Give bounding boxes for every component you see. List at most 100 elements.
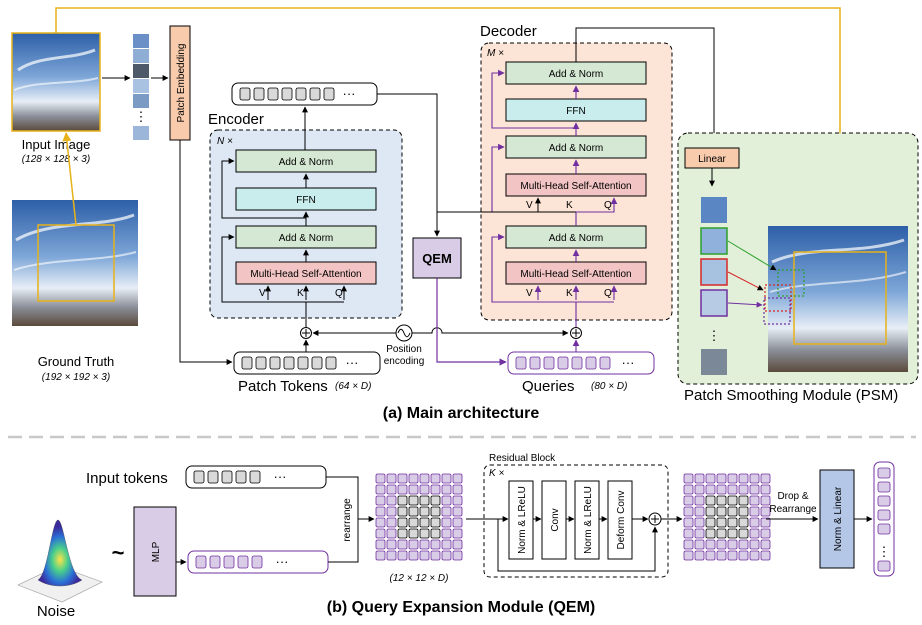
grid-cell-query xyxy=(705,550,716,561)
grid-cell-query xyxy=(683,484,694,495)
noise-surface xyxy=(17,519,103,603)
initial-queries-ellipsis: ··· xyxy=(276,554,289,569)
grid-cell-token xyxy=(408,528,419,539)
grid-cell-query xyxy=(419,473,430,484)
decoder-repeat: M × xyxy=(487,48,504,59)
grid-cell-query xyxy=(375,473,386,484)
input-to-psm-yellow-line xyxy=(55,7,845,253)
encoder-internal-arrows xyxy=(221,158,347,327)
encoder-v-label: V xyxy=(259,288,266,299)
input-image-dims: (128 × 128 × 3) xyxy=(22,154,90,165)
grid-cell-query xyxy=(386,528,397,539)
grid-cell-query xyxy=(760,539,771,550)
grid-cell-token xyxy=(430,517,441,528)
grid-cell-query xyxy=(694,517,705,528)
grid-cell-query xyxy=(694,528,705,539)
grid-cell-query xyxy=(452,506,463,517)
grid-cell-token xyxy=(430,506,441,517)
residual-layer-label: Norm & LReLU xyxy=(583,486,594,554)
grid-cell-query xyxy=(760,550,771,561)
queries-label: Queries xyxy=(522,378,575,395)
grid-cell-token xyxy=(419,517,430,528)
mlp-box xyxy=(133,506,177,597)
grid-cell-query xyxy=(749,495,760,506)
grid-cell-token xyxy=(716,495,727,506)
grid-cell-query xyxy=(760,506,771,517)
grid-cell-token xyxy=(727,528,738,539)
grid-cell-query xyxy=(386,517,397,528)
encoder-to-qem-line xyxy=(377,93,440,237)
grid-cell-query xyxy=(419,539,430,550)
encoder-output-tokens xyxy=(239,87,335,101)
encoder-add-norm-bottom-label: Add & Norm xyxy=(279,233,333,244)
decoder-self-v: V xyxy=(526,288,533,299)
decoder-cross-attention-label: Multi-Head Self-Attention xyxy=(520,181,631,192)
encoder-ffn-label: FFN xyxy=(296,195,315,206)
grid-cell-query xyxy=(452,550,463,561)
grid-cell-query xyxy=(441,495,452,506)
grid-cell-token xyxy=(738,506,749,517)
grid-cell-token xyxy=(716,517,727,528)
grid-cell-query xyxy=(375,495,386,506)
residual-layer-box xyxy=(508,480,534,560)
grid-cell-token xyxy=(397,495,408,506)
grid-cell-query xyxy=(386,539,397,550)
grid-cell-query xyxy=(452,539,463,550)
patch-placement-arrows xyxy=(727,240,777,308)
drop-label-1: Drop & xyxy=(777,491,808,502)
decoder-cross-q: Q xyxy=(604,200,612,211)
grid-cell-token xyxy=(738,517,749,528)
output-patches-vdots: ⋮ xyxy=(708,328,721,343)
grid-cell-query xyxy=(430,484,441,495)
input-tokens-label: Input tokens xyxy=(86,470,168,487)
mlp-label: MLP xyxy=(151,541,162,562)
grid-cell-query xyxy=(375,517,386,528)
residual-layer-label: Deform Conv xyxy=(616,491,627,550)
caption-main: (a) Main architecture xyxy=(383,405,540,422)
qem-box-label: QEM xyxy=(422,251,452,266)
grid-cell-query xyxy=(705,473,716,484)
grid-cell-query xyxy=(716,473,727,484)
grid-cell-query xyxy=(727,484,738,495)
encoder-add-norm-top-label: Add & Norm xyxy=(279,157,333,168)
patch-strip-vdots: ⋮ xyxy=(135,109,148,124)
queries-ellipsis: ··· xyxy=(622,355,635,370)
grid-cell-query xyxy=(419,484,430,495)
qem-box[interactable] xyxy=(412,237,462,279)
grid-cell-query xyxy=(694,473,705,484)
grid-cell-query xyxy=(738,539,749,550)
grid-cell-token xyxy=(419,506,430,517)
grid-cell-query xyxy=(694,506,705,517)
decoder-cross-v: V xyxy=(526,200,533,211)
grid-cell-query xyxy=(705,539,716,550)
patch-strip xyxy=(133,34,149,140)
grid-cell-token xyxy=(727,495,738,506)
decoder-cross-k: K xyxy=(566,200,573,211)
grid-cell-token xyxy=(716,528,727,539)
grid-cell-query xyxy=(760,484,771,495)
grid-cell-token xyxy=(705,495,716,506)
grid-cell-query xyxy=(419,550,430,561)
grid-cell-token xyxy=(430,495,441,506)
grid-cell-query xyxy=(375,484,386,495)
grid-cell-query xyxy=(694,550,705,561)
grid-cell-query xyxy=(375,528,386,539)
grid-cell-query xyxy=(375,506,386,517)
decoder-title: Decoder xyxy=(480,23,537,40)
gt-to-input-arrow xyxy=(62,132,77,226)
decoder-self-q: Q xyxy=(604,288,612,299)
grid-cell-token xyxy=(419,528,430,539)
noise-label: Noise xyxy=(37,603,75,620)
grid-cell-query xyxy=(727,550,738,561)
grid-cell-query xyxy=(760,495,771,506)
grid-cell-query xyxy=(683,550,694,561)
ground-truth-dims: (192 × 192 × 3) xyxy=(42,372,110,383)
patch-embedding-label: Patch Embedding xyxy=(176,44,187,123)
grid-cell-query xyxy=(694,484,705,495)
input-image-label: Input Image xyxy=(22,137,91,152)
grid-cell-query xyxy=(386,550,397,561)
grid-cell-query xyxy=(694,495,705,506)
grid-cell-query xyxy=(749,484,760,495)
pos-to-decoder-plus xyxy=(412,327,569,336)
qem-output-tokens xyxy=(877,467,891,572)
